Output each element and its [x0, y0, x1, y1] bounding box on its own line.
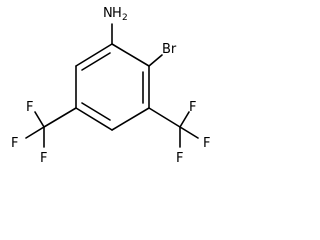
atom-label-fluorine-right-side: F	[203, 136, 210, 151]
ring-bond-1	[111, 43, 150, 67]
bond-cf-left-side	[25, 126, 45, 139]
ring-bond-3	[111, 107, 150, 131]
bond-cf-right-side	[179, 126, 199, 139]
atom-label-fluorine-left-side: F	[11, 136, 18, 151]
ring-bond-4	[75, 107, 113, 131]
ring-bond-6	[75, 43, 113, 67]
bond-c-cf3-left	[43, 107, 77, 128]
ring-double-bond-2	[81, 102, 111, 121]
bond-c-cf3-right	[148, 107, 181, 128]
atom-label-hydrogen-count: 2	[122, 13, 128, 23]
atom-label-fluorine-right-top: F	[189, 100, 196, 115]
atom-label-bromine: Br	[162, 42, 177, 57]
ring-double-bond-3	[81, 52, 111, 71]
bond-cf-right-up	[179, 111, 190, 128]
atom-label-fluorine-right-bottom: F	[176, 151, 183, 166]
atom-label-fluorine-left-top: F	[26, 100, 33, 115]
atom-label-fluorine-left-bottom: F	[40, 151, 47, 166]
bond-c-br	[148, 54, 163, 67]
bond-cf-left-up	[34, 111, 45, 128]
atom-label-hydrogen: H	[112, 6, 122, 21]
chemical-structure: N H 2 Br F F F F F F	[11, 6, 210, 166]
bond-lines	[25, 23, 199, 148]
atom-label-nitrogen: N	[103, 6, 113, 21]
